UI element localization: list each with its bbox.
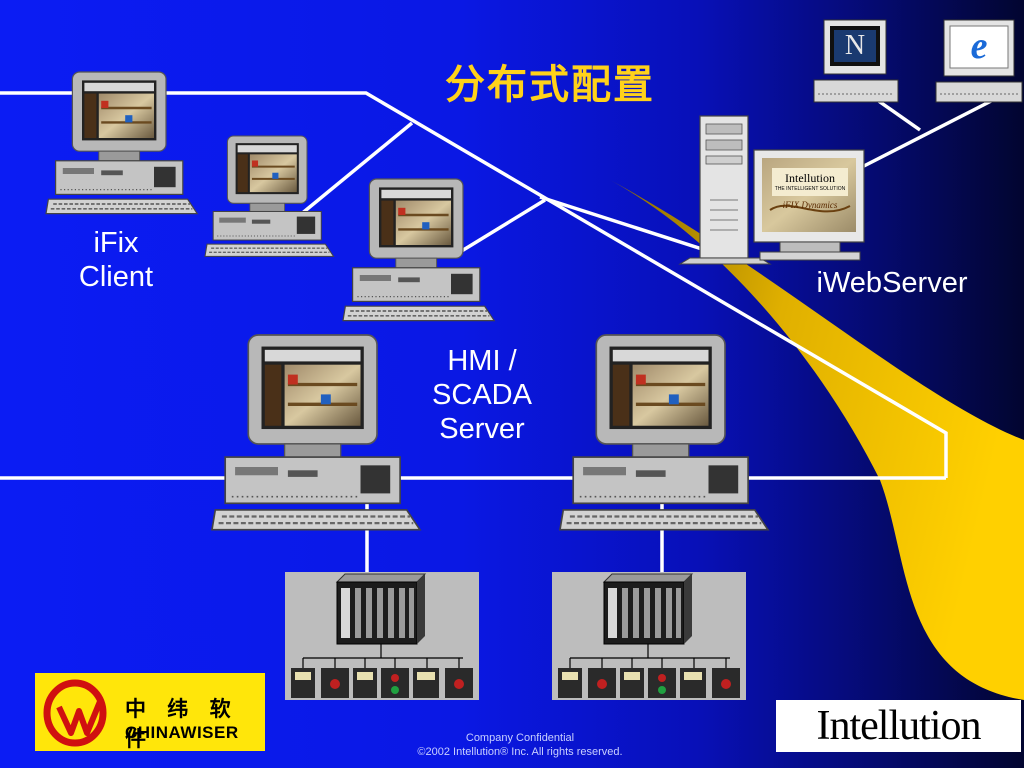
- web-screen-product: iFIX Dynamics: [782, 200, 838, 210]
- footer-copyright: ©2002 Intellution® Inc. All rights reser…: [417, 746, 623, 758]
- decorative-swoosh: [610, 180, 1024, 700]
- chinawiser-emblem-icon: [43, 679, 107, 747]
- web-server-monitor: [753, 149, 865, 261]
- plc-rack-1: [284, 571, 480, 701]
- chinawiser-logo: 中 纬 软 件 CHINAWISER: [35, 673, 265, 751]
- ifix-client-computer-3: [341, 177, 496, 322]
- browser-client-netscape: [813, 19, 899, 103]
- browser-client-ie: [935, 19, 1023, 103]
- ifix-client-label: iFix Client: [78, 227, 154, 293]
- ifix-client-computer-2: [203, 134, 335, 258]
- plc-rack-2: [551, 571, 747, 701]
- chinawiser-chinese-name: 中 纬 软 件: [125, 697, 238, 751]
- iwebserver-label: iWebServer: [816, 267, 968, 299]
- scada-server-computer-1: [210, 333, 422, 532]
- intellution-wordmark: Intellution: [816, 703, 982, 749]
- chinawiser-english-name: CHINAWISER: [125, 723, 239, 742]
- footer-confidential: Company Confidential: [465, 732, 575, 744]
- network-lines: [0, 91, 998, 578]
- web-screen-brand: Intellution: [785, 171, 835, 185]
- internet-explorer-icon: e: [970, 25, 988, 67]
- netscape-icon: N: [844, 30, 866, 61]
- web-server-tower: [678, 115, 772, 265]
- scada-server-computer-2: [558, 333, 770, 532]
- slide-title: 分布式配置: [445, 62, 655, 108]
- intellution-logo: Intellution: [776, 700, 1021, 752]
- hmi-scada-server-label: HMI / SCADA Server: [432, 345, 532, 445]
- web-screen-tagline: THE INTELLIGENT SOLUTION: [774, 186, 846, 192]
